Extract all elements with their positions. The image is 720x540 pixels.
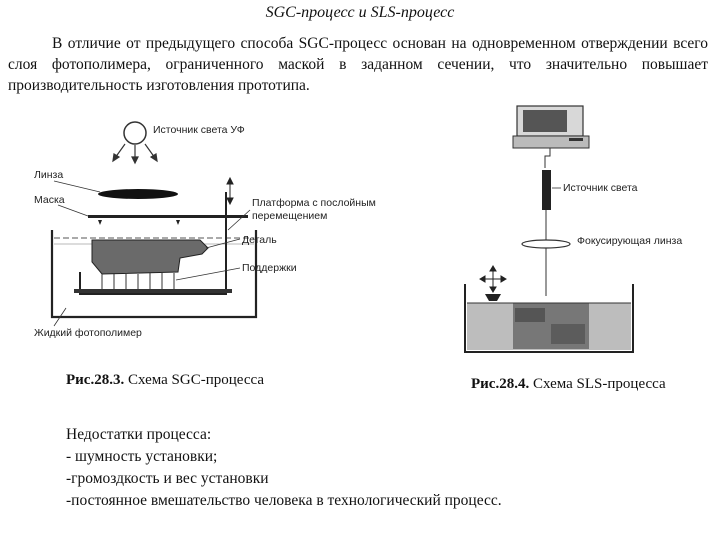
uv-rays-icon (112, 143, 158, 165)
platform-label-2: перемещением (252, 210, 327, 222)
platform-arrows-icon (226, 176, 234, 206)
drawbacks-list: Недостатки процесса: - шумность установк… (66, 424, 686, 512)
roller-shape (485, 294, 501, 301)
focusing-lens-shape (521, 239, 571, 249)
caption-sls-num: Рис.28.4. (471, 376, 530, 392)
list-item: -громоздкость и вес установки (66, 470, 269, 487)
caption-sgc-num: Рис.28.3. (66, 372, 125, 388)
caption-sgc-text: Схема SGC-процесса (127, 372, 264, 388)
uv-source-label: Источник света УФ (153, 124, 245, 136)
tank (50, 230, 258, 319)
uv-lamp-icon (123, 121, 147, 145)
platform-label-1: Платформа с послойным (252, 197, 376, 209)
lens-label: Линза (34, 169, 63, 181)
move-arrows-icon (479, 265, 507, 293)
drawbacks-heading: Недостатки процесса: (66, 426, 212, 443)
page-title: SGC-процесс и SLS-процесс (265, 4, 455, 21)
supports-label: Поддержки (242, 262, 297, 274)
list-item: -постоянное вмешательство человека в тех… (66, 492, 502, 509)
lens-shape (98, 189, 178, 199)
mask-arrows-icon (98, 220, 180, 225)
sgc-diagram: Источник света УФ Линза Маска Платформа … (30, 112, 390, 344)
focusing-lens-label: Фокусирующая линза (577, 235, 682, 247)
intro-paragraph: В отличие от предыдущего способа SGC-про… (8, 33, 708, 96)
mask-label: Маска (34, 194, 65, 206)
computer-icon (512, 105, 590, 149)
sls-tank (464, 284, 634, 353)
caption-sls-text: Схема SLS-процесса (532, 376, 666, 392)
sls-diagram: Источник света Фокусирующая линза (455, 98, 705, 358)
caption-sgc: Рис.28.3. Схема SGC-процесса (66, 372, 264, 389)
caption-sls: Рис.28.4. Схема SLS-процесса (471, 376, 666, 393)
intro-text: В отличие от предыдущего способа SGC-про… (8, 35, 708, 94)
part-shape (91, 239, 209, 275)
list-item: - шумность установки; (66, 448, 218, 465)
supports (101, 273, 175, 289)
mask-shape (88, 215, 248, 218)
part-label: Деталь (242, 234, 277, 246)
light-source-shape (542, 170, 551, 210)
light-source-label: Источник света (563, 182, 638, 194)
liquid-label: Жидкий фотополимер (34, 327, 142, 339)
